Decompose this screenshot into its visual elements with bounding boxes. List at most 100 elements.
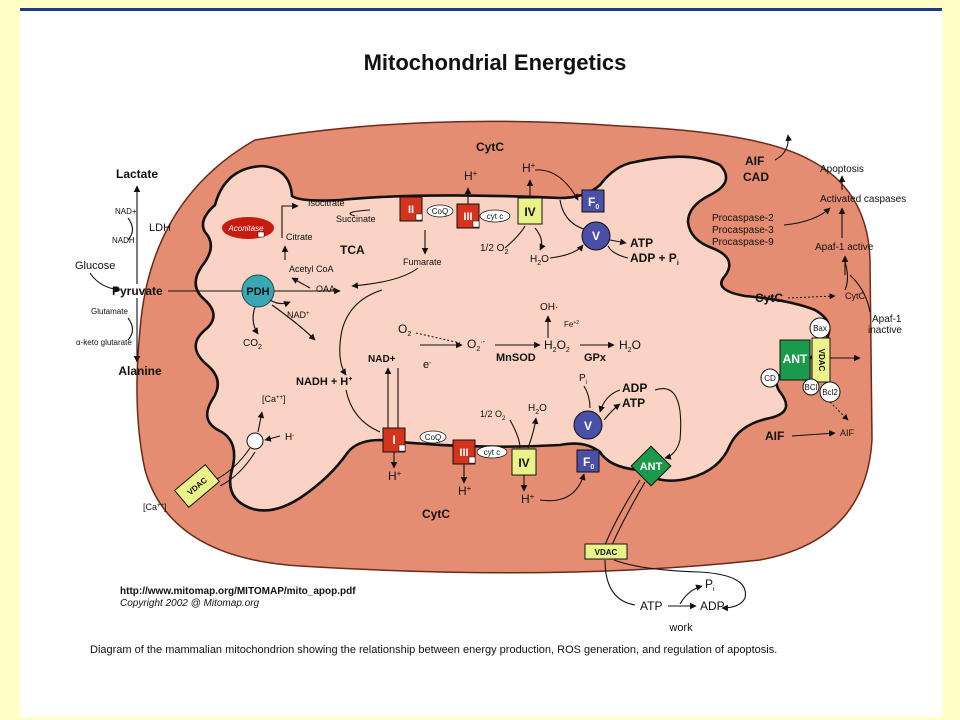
vdac-bottom bbox=[584, 543, 628, 560]
cytc-bottom-label: CytC bbox=[422, 507, 450, 521]
svg-text:II: II bbox=[408, 204, 414, 216]
aconitase-label: Aconitase bbox=[227, 224, 264, 233]
fe-label: Fe+2 bbox=[564, 320, 579, 329]
cytc-small-bottom bbox=[476, 445, 508, 459]
work-label: work bbox=[668, 622, 693, 634]
pi-bottom: Pi bbox=[579, 373, 587, 386]
source-url: http://www.mitomap.org/MITOMAP/mito_apop… bbox=[120, 586, 356, 597]
cytc-top-label: CytC bbox=[476, 140, 504, 154]
coq-bottom bbox=[419, 430, 447, 444]
oaa-label: OAA bbox=[316, 284, 335, 294]
bcl-protein bbox=[802, 378, 820, 396]
complex-f0-bottom bbox=[576, 449, 600, 473]
svg-text:ANT: ANT bbox=[640, 461, 663, 473]
svg-text:IV: IV bbox=[518, 456, 529, 470]
cytc-small-top bbox=[479, 209, 511, 223]
h-minus-label: H- bbox=[285, 432, 294, 443]
activated-caspases-label: Activated caspases bbox=[820, 194, 906, 205]
adp-pi-top: ADP + Pi bbox=[630, 251, 679, 267]
nad-pdh-label: NAD+ bbox=[287, 310, 310, 320]
aif-bottom-label: AIF bbox=[765, 429, 784, 443]
nadh-h-label: NADH + H+ bbox=[296, 376, 352, 388]
caption: Diagram of the mammalian mitochondrion s… bbox=[90, 644, 777, 656]
svg-text:VDAC: VDAC bbox=[595, 548, 618, 557]
atp-work: ATP bbox=[640, 599, 662, 613]
pi-work: Pi bbox=[705, 577, 715, 593]
svg-text:F0: F0 bbox=[583, 455, 594, 471]
o2-label: O2 bbox=[398, 322, 411, 338]
svg-text:Bcl2: Bcl2 bbox=[822, 388, 838, 397]
atp-bottom: ATP bbox=[622, 396, 645, 410]
adp-bottom: ADP bbox=[622, 381, 647, 395]
superoxide-label: O2·- bbox=[467, 337, 486, 353]
vdac-right bbox=[811, 337, 831, 383]
procaspase3-label: Procaspase-3 bbox=[712, 225, 774, 236]
alanine-label: Alanine bbox=[118, 364, 162, 378]
succinate-label: Succinate bbox=[336, 214, 376, 224]
citrate-label: Citrate bbox=[286, 232, 313, 242]
h-plus-bottom-1: H+ bbox=[388, 469, 402, 483]
svg-text:III: III bbox=[463, 211, 472, 223]
fumarate-label: Fumarate bbox=[403, 257, 442, 267]
tca-label: TCA bbox=[340, 243, 365, 257]
nad-plus-label: NAD+ bbox=[115, 207, 137, 216]
ant-bottom bbox=[630, 445, 672, 487]
h2o2-label: H2O2 bbox=[544, 338, 570, 354]
akg-label: α-keto glutarate bbox=[76, 338, 132, 347]
ca-in-label: [Ca++] bbox=[262, 394, 286, 404]
apaf-inactive-label-1: Apaf-1 bbox=[872, 314, 902, 325]
svg-text:CD: CD bbox=[764, 374, 776, 383]
complex-iv-bottom bbox=[511, 448, 537, 476]
nadh-label: NADH bbox=[112, 236, 135, 245]
complex-v-top bbox=[581, 221, 611, 251]
svg-text:BCl: BCl bbox=[805, 383, 818, 392]
apaf-inactive-label-2: inactive bbox=[868, 325, 902, 336]
h-plus-bottom-3: H+ bbox=[521, 492, 535, 506]
cytc-right-label: CytC bbox=[755, 291, 783, 305]
h-plus-top-1: H+ bbox=[464, 169, 478, 183]
gpx-label: GPx bbox=[584, 352, 607, 364]
co2-label: CO2 bbox=[243, 338, 262, 351]
mnsod-label: MnSOD bbox=[496, 352, 536, 364]
cytc-right-small: CytC bbox=[845, 291, 866, 301]
procaspase2-label: Procaspase-2 bbox=[712, 213, 774, 224]
glutamate-label: Glutamate bbox=[91, 307, 128, 316]
oh-radical-label: OH· bbox=[540, 302, 558, 313]
pyruvate-label: Pyruvate bbox=[112, 284, 163, 298]
svg-text:CoQ: CoQ bbox=[432, 207, 448, 216]
h2o-top: H2O bbox=[530, 254, 549, 267]
svg-text:V: V bbox=[584, 419, 592, 433]
svg-text:III: III bbox=[459, 447, 468, 459]
h-plus-bottom-2: H+ bbox=[458, 484, 472, 498]
ca-uniporter bbox=[246, 432, 264, 450]
svg-text:cyt c: cyt c bbox=[487, 212, 503, 221]
vdac-left: VDAC bbox=[173, 464, 221, 508]
h2o-final-label: H2O bbox=[619, 338, 641, 354]
ldh-label: LDH bbox=[149, 222, 171, 234]
svg-text:IV: IV bbox=[524, 205, 535, 219]
inner-membrane bbox=[194, 155, 831, 512]
h2o-bottom: H2O bbox=[528, 403, 547, 416]
apoptosis-label: Apoptosis bbox=[820, 164, 864, 175]
cd-protein bbox=[760, 368, 780, 388]
e-minus-label: e- bbox=[423, 359, 432, 371]
svg-text:V: V bbox=[592, 229, 600, 243]
aif-small-label: AIF bbox=[840, 428, 855, 438]
svg-text:ANT: ANT bbox=[783, 352, 808, 366]
atp-top: ATP bbox=[630, 236, 653, 250]
apaf-active-label: Apaf-1 active bbox=[815, 242, 874, 253]
ant-right bbox=[779, 339, 811, 381]
ca-out-label: [Ca++] bbox=[143, 502, 167, 512]
svg-text:CoQ: CoQ bbox=[425, 433, 441, 442]
glucose-label: Glucose bbox=[75, 260, 115, 272]
cad-label: CAD bbox=[743, 170, 769, 184]
acetyl-coa-label: Acetyl CoA bbox=[289, 264, 334, 274]
svg-text:VDAC: VDAC bbox=[817, 349, 826, 372]
svg-text:Bax: Bax bbox=[813, 324, 827, 333]
copyright: Copyright 2002 @ Mitomap.org bbox=[120, 598, 260, 609]
nad-plus-mid-label: NAD+ bbox=[368, 354, 396, 365]
pdh-label: PDH bbox=[246, 286, 269, 298]
coq-top bbox=[426, 204, 454, 218]
svg-text:F0: F0 bbox=[588, 195, 599, 211]
